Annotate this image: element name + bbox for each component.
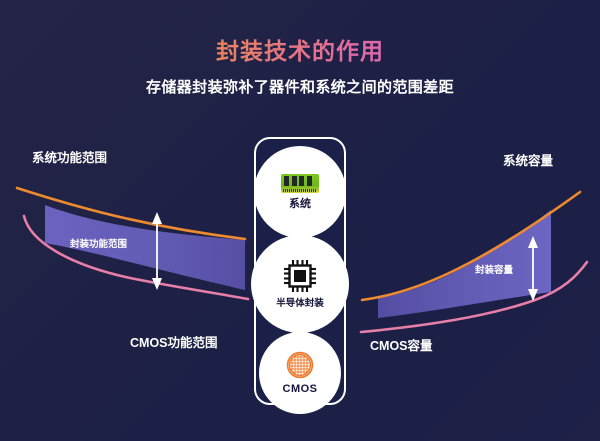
memory-module-icon [281,173,319,193]
page-subtitle: 存储器封装弥补了器件和系统之间的范围差距 [145,79,454,96]
right-band-label: 封装容量 [475,265,514,276]
node-package[interactable]: 半导体封装 [251,235,349,333]
page-title: 封装技术的作用 [0,32,600,66]
left-chart-panel [0,150,260,365]
wafer-grid-icon [286,351,314,379]
left-system-curve [15,186,247,241]
right-cmos-curve [359,260,589,334]
left-range-arrow [152,212,162,290]
node-cmos[interactable]: CMOS [259,332,341,414]
node-system[interactable]: 系统 [254,146,346,238]
node-package-label: 半导体封装 [276,298,324,310]
left-band-label: 封装功能范围 [70,239,128,250]
right-band-fill [378,210,551,318]
node-system-label: 系统 [289,197,311,210]
right-chart-svg [359,190,589,334]
right-bottom-label: CMOS容量 [370,339,433,353]
left-band-fill [45,205,245,290]
node-cmos-label: CMOS [282,382,318,395]
left-cmos-curve [22,214,250,301]
left-bottom-label: CMOS功能范围 [130,336,218,350]
right-chart-panel [355,150,600,365]
right-system-curve [360,190,582,302]
right-range-arrow [528,236,538,301]
right-top-label: 系统容量 [503,154,554,168]
cpu-chip-icon [283,259,317,293]
left-chart-svg [15,186,250,301]
left-top-label: 系统功能范围 [32,151,108,165]
